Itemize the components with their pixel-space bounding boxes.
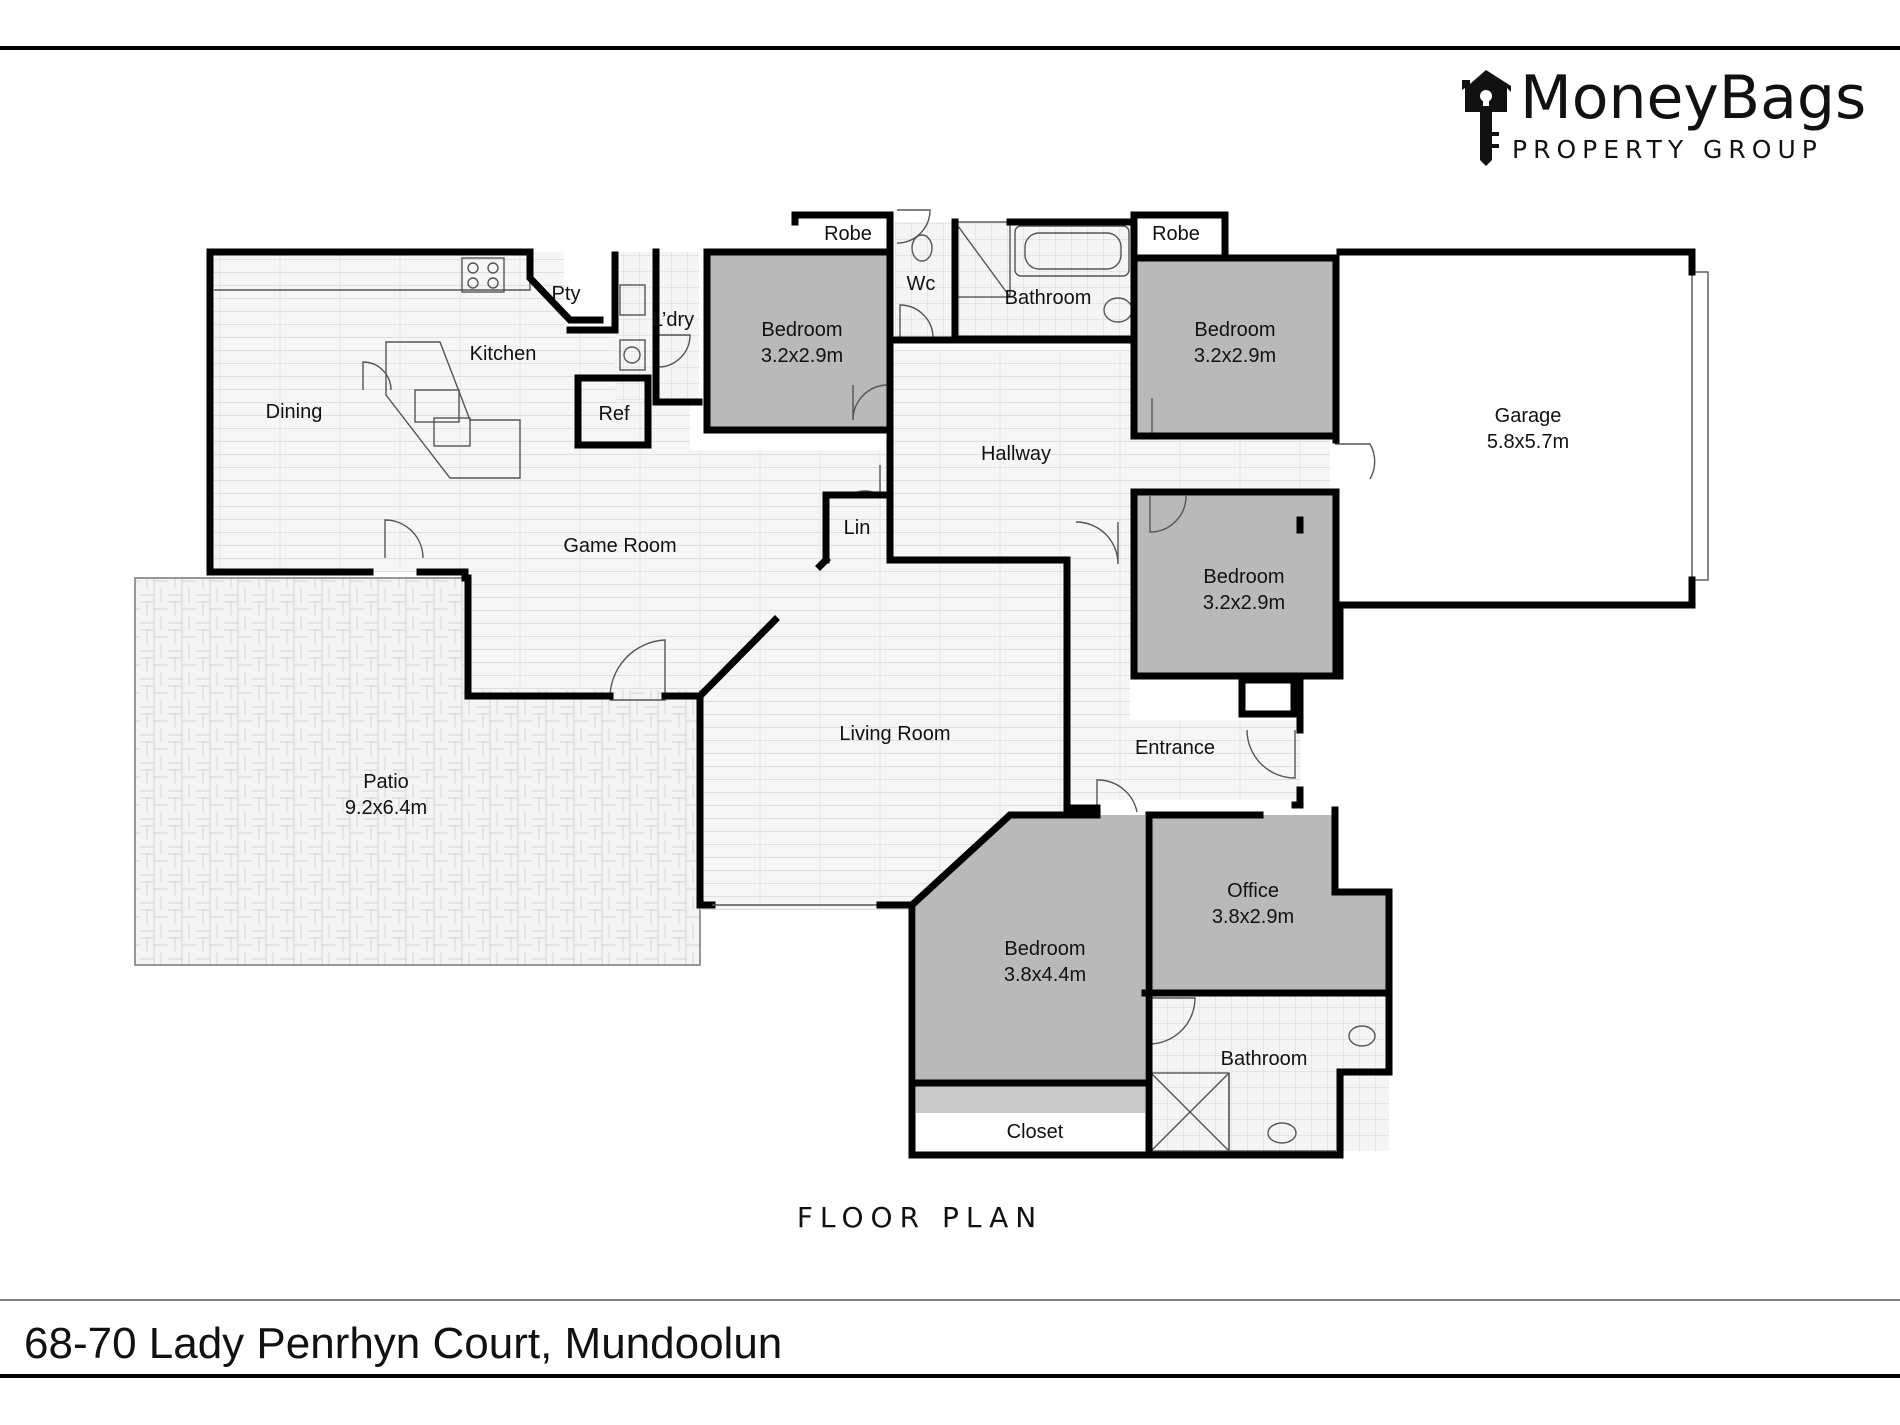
bathroom-label-1: Bathroom <box>1005 287 1092 309</box>
brand-logo: MoneyBags PROPERTY GROUP <box>1462 63 1866 166</box>
bathroom-label-2: Bathroom <box>1221 1048 1308 1070</box>
robe-label-1: Robe <box>824 223 872 245</box>
bedroom-1-name: Bedroom <box>761 319 842 341</box>
garage-name: Garage <box>1495 405 1562 427</box>
office-size: 3.8x2.9m <box>1212 906 1294 928</box>
patio-name: Patio <box>363 771 409 793</box>
brand-tagline: PROPERTY GROUP <box>1512 135 1823 164</box>
house-key-icon <box>1462 70 1511 166</box>
bedroom-4-fill <box>916 815 1145 1083</box>
game-room-label: Game Room <box>563 535 676 557</box>
entrance-label: Entrance <box>1135 737 1215 759</box>
dining-label: Dining <box>266 401 323 423</box>
walls <box>206 211 1696 1159</box>
bedroom-1-size: 3.2x2.9m <box>761 345 843 367</box>
wc-label: Wc <box>907 273 936 295</box>
bedroom-4-name: Bedroom <box>1004 938 1085 960</box>
ref-label: Ref <box>598 403 630 425</box>
room-labels: Robe Robe Wc Bathroom Pty L’dry Kitchen … <box>266 223 1569 1143</box>
bedroom-4-size: 3.8x4.4m <box>1004 964 1086 986</box>
kitchen-label: Kitchen <box>470 343 537 365</box>
pty-label: Pty <box>552 283 581 305</box>
bedroom-2-fill <box>1134 258 1334 436</box>
bedroom-3-name: Bedroom <box>1203 566 1284 588</box>
closet-label: Closet <box>1007 1121 1064 1143</box>
office-fill <box>1149 815 1389 990</box>
ldry-label: L’dry <box>652 309 694 331</box>
hallway-label: Hallway <box>981 443 1051 465</box>
property-address: 68-70 Lady Penrhyn Court, Mundoolun <box>24 1319 782 1368</box>
garage-size: 5.8x5.7m <box>1487 431 1569 453</box>
lin-label: Lin <box>844 517 871 539</box>
brand-name: MoneyBags <box>1520 63 1866 133</box>
living-room-label: Living Room <box>839 723 950 745</box>
bedroom-2-name: Bedroom <box>1194 319 1275 341</box>
bedroom-2-size: 3.2x2.9m <box>1194 345 1276 367</box>
robe-label-2: Robe <box>1152 223 1200 245</box>
office-name: Office <box>1227 880 1279 902</box>
floor-fills <box>134 222 1693 1151</box>
bedroom-3-size: 3.2x2.9m <box>1203 592 1285 614</box>
patio-size: 9.2x6.4m <box>345 797 427 819</box>
bedroom-1-fill <box>707 255 890 429</box>
plan-caption: FLOOR PLAN <box>797 1201 1043 1234</box>
